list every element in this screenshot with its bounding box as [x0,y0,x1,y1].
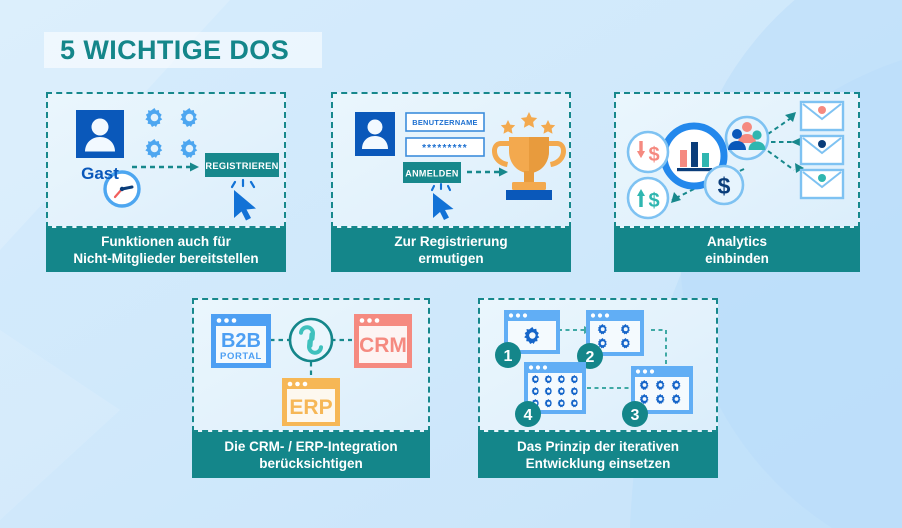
card-1-illustration: REGISTRIEREN Gast [46,92,286,228]
arrow-down-dollar-icon: $ [626,130,670,174]
star-icon [500,112,556,134]
svg-text:REGISTRIEREN: REGISTRIEREN [205,161,278,171]
card-1-caption-line2: Nicht-Mitglieder bereitstellen [73,251,259,266]
gear-icon [639,380,681,404]
portal-label: PORTAL [220,351,262,362]
svg-text:*********: ********* [422,143,468,154]
cursor-icon [230,178,256,221]
step-badge [495,342,521,368]
step-badge [622,401,648,427]
gear-icon [145,108,198,158]
card-1-caption-line1: Funktionen auch für [101,234,231,249]
svg-text:BENUTZERNAME: BENUTZERNAME [412,118,478,127]
envelope-icon [799,100,845,200]
card-funktionen: REGISTRIEREN Gast Funktionen auch für Ni… [46,92,286,272]
card-5-caption-line2: Entwicklung einsetzen [525,456,671,471]
crm-label: CRM [359,334,407,357]
gear-icon [531,375,579,408]
arrow-icon [270,338,352,378]
bar-chart-icon [677,142,712,172]
card-registrierung: BENUTZERNAME ********* ANMELDEN [331,92,571,272]
browser-window-icon: B2B PORTAL [211,314,271,368]
card-iterativ: 1 2 [478,298,718,478]
anmelden-button-graphic: ANMELDEN [403,162,461,183]
step-number-2: 2 [586,349,595,366]
b2b-label: B2B [221,330,261,352]
page-title: 5 WICHTIGE DOS [60,34,290,65]
registrieren-button-graphic: REGISTRIEREN [205,153,279,177]
dollar-icon: $ [703,164,745,206]
gear-icon [524,327,540,344]
user-avatar-icon [355,112,395,156]
username-field-graphic: BENUTZERNAME [405,112,485,132]
arrow-up-dollar-icon: $ [626,176,670,220]
card-crm-erp: B2B PORTAL CRM [192,298,430,478]
user-avatar-icon [76,110,124,158]
avatar-label: Gast [81,164,119,183]
card-2-caption-line1: Zur Registrierung [394,234,508,249]
people-icon [724,115,770,161]
card-3-caption: Analytics einbinden [614,228,860,272]
cursor-icon [430,182,454,220]
card-2-illustration: BENUTZERNAME ********* ANMELDEN [331,92,571,228]
card-5-caption-line1: Das Prinzip der iterativen [516,439,680,454]
page-title-banner: 5 WICHTIGE DOS [44,32,322,68]
password-field-graphic: ********* [405,137,485,157]
arrow-icon [132,162,199,172]
card-4-caption: Die CRM- / ERP-Integration berücksichtig… [192,432,430,478]
card-3-caption-line2: einbinden [705,251,769,266]
card-3-caption-line1: Analytics [706,234,768,249]
step-number-1: 1 [504,348,513,365]
card-2-caption: Zur Registrierung ermutigen [331,228,571,272]
arrow-icon [467,167,508,177]
gear-icon [597,324,630,349]
trophy-icon [492,112,566,200]
browser-window-icon: CRM [354,314,412,368]
arrow-icon [558,329,667,389]
card-4-illustration: B2B PORTAL CRM [192,298,430,432]
erp-label: ERP [289,396,332,419]
card-5-illustration: 1 2 [478,298,718,432]
clock-icon [103,170,141,208]
card-5-caption: Das Prinzip der iterativen Entwicklung e… [478,432,718,478]
svg-text:$: $ [718,173,731,199]
card-2-caption-line2: ermutigen [418,251,484,266]
step-number-4: 4 [524,407,533,424]
chain-link-icon [288,317,334,363]
card-1-caption: Funktionen auch für Nicht-Mitglieder ber… [46,228,286,272]
step-badge [515,401,541,427]
card-4-caption-line1: Die CRM- / ERP-Integration [224,439,398,454]
card-analytics: $ $ $ Analytics [614,92,860,272]
card-3-illustration: $ $ $ [614,92,860,228]
step-number-3: 3 [631,407,640,424]
browser-window-icon: ERP [282,378,340,426]
card-4-caption-line2: berücksichtigen [259,456,363,471]
svg-text:$: $ [648,190,659,212]
svg-text:ANMELDEN: ANMELDEN [405,169,458,179]
browser-window-icon [524,362,586,414]
svg-text:$: $ [648,144,659,166]
